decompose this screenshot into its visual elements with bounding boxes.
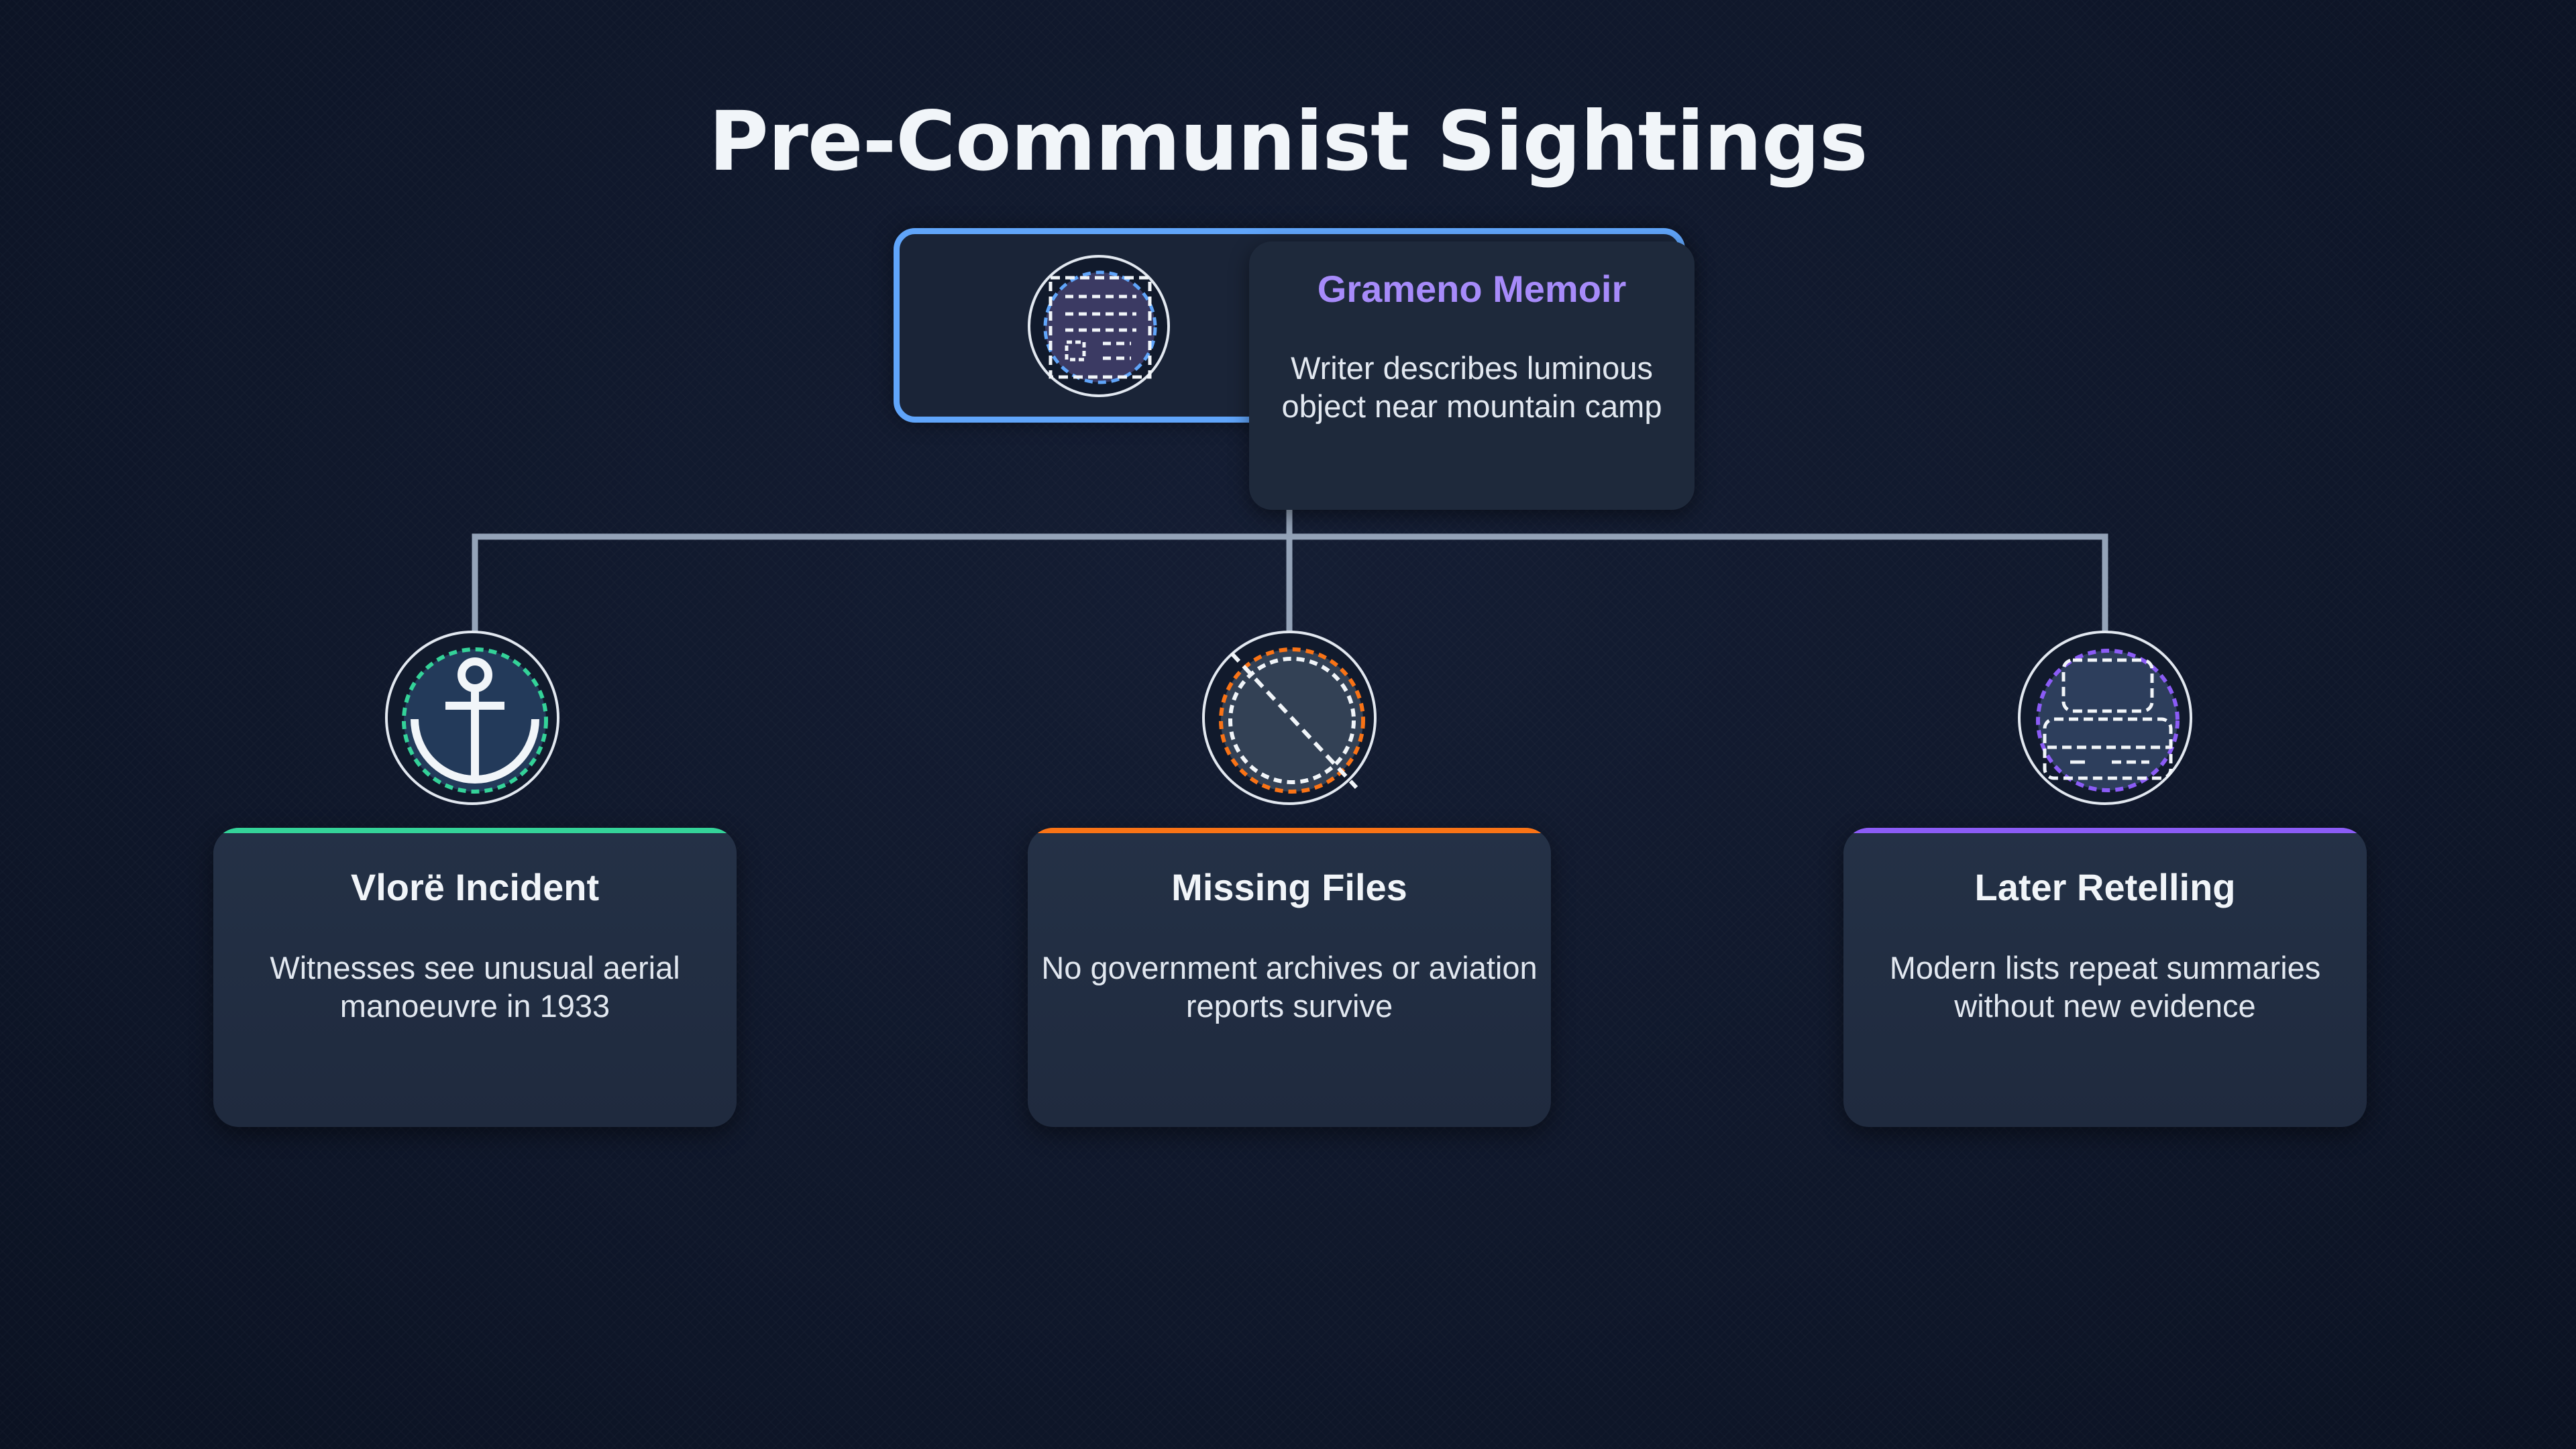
root-node-description: Writer describes luminous object near mo… — [1281, 350, 1662, 424]
card-accent-bar — [213, 828, 737, 833]
child-icon-circle-3 — [2018, 631, 2192, 805]
child-icon-circle-1 — [385, 631, 559, 805]
card-title: Later Retelling — [1974, 866, 2236, 908]
root-icon-circle — [1028, 255, 1170, 397]
child-card-1[interactable]: Vlorë Incident Witnesses see unusual aer… — [213, 828, 737, 1127]
page-title: Pre-Communist Sightings — [708, 94, 1868, 189]
stack-icon — [2036, 649, 2180, 792]
card-description: Modern lists repeat summaries without ne… — [1889, 950, 2321, 1024]
child-card-3[interactable]: Later Retelling Modern lists repeat summ… — [1843, 828, 2367, 1127]
card-title: Missing Files — [1171, 866, 1407, 908]
anchor-icon — [402, 647, 548, 794]
card-description: No government archives or aviation repor… — [1041, 950, 1538, 1024]
root-node-title: Grameno Memoir — [1317, 268, 1627, 310]
prohibited-icon — [1219, 647, 1365, 794]
root-node-panel — [1249, 241, 1695, 510]
card-accent-bar — [1028, 828, 1551, 833]
card-accent-bar — [1843, 828, 2367, 833]
document-icon — [1043, 270, 1157, 384]
card-title: Vlorë Incident — [350, 866, 600, 908]
child-card-2[interactable]: Missing Files No government archives or … — [1028, 828, 1551, 1127]
child-icon-circle-2 — [1202, 631, 1377, 805]
card-description: Witnesses see unusual aerial manoeuvre i… — [270, 950, 680, 1024]
